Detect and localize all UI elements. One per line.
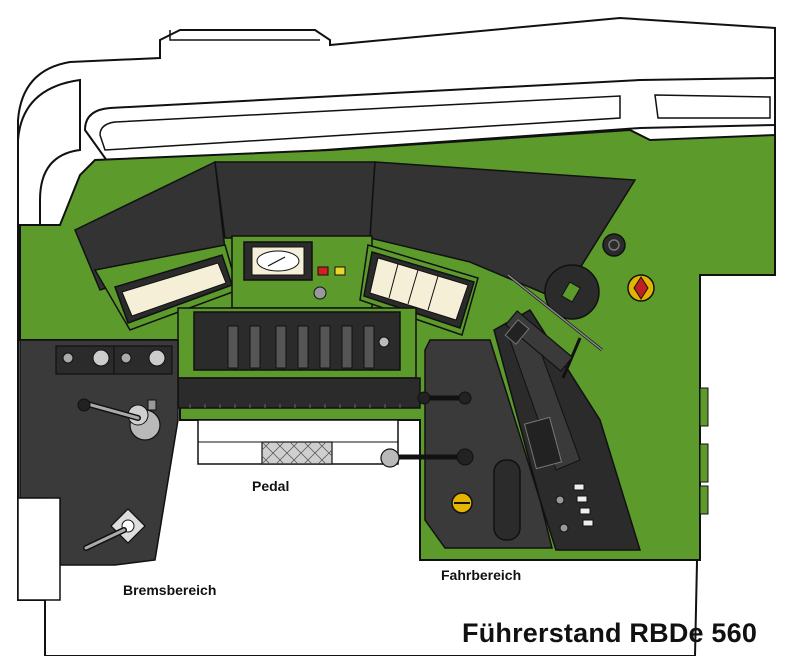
- right-display-divider-3: [427, 275, 439, 311]
- right-display-divider-2: [407, 269, 419, 305]
- strip-screw-1: [555, 495, 565, 505]
- brake-area-label: Bremsbereich: [123, 582, 217, 598]
- cab-left-pillar: [17, 78, 81, 226]
- left-display-screen[interactable]: [121, 262, 227, 317]
- round-socket[interactable]: [602, 233, 626, 257]
- switch-slot-6[interactable]: [341, 325, 353, 369]
- right-edge-fixture-3: [699, 485, 709, 515]
- drive-panel-grip[interactable]: [493, 459, 521, 541]
- strip-slider[interactable]: [523, 416, 563, 470]
- strip-screw-2: [559, 523, 569, 533]
- strip-toggle-3[interactable]: [579, 507, 591, 515]
- right-display-divider-1: [388, 263, 399, 299]
- cab-roof-detail: [169, 30, 320, 41]
- desk-strip: [177, 377, 421, 409]
- strip-toggle-1[interactable]: [573, 483, 585, 491]
- drive-lever-icon[interactable]: [417, 391, 472, 405]
- switch-slot-1[interactable]: [227, 325, 239, 369]
- switch-slot-7[interactable]: [363, 325, 375, 369]
- pedal-label: Pedal: [252, 478, 290, 494]
- strip-toggle-4[interactable]: [582, 519, 594, 527]
- right-edge-fixture-1: [699, 387, 709, 427]
- switch-slots: [227, 325, 375, 369]
- cab-window-right: [654, 94, 771, 119]
- emergency-button-core: [633, 276, 649, 300]
- center-push-button[interactable]: [313, 286, 327, 300]
- pedal[interactable]: [261, 441, 333, 465]
- gauge-needle: [267, 256, 286, 267]
- switch-block-screw: [378, 336, 390, 348]
- round-socket-inner: [608, 239, 620, 251]
- indicator-lamp-yellow: [334, 266, 346, 276]
- brake-knob-1[interactable]: [92, 349, 110, 367]
- switch-slot-3[interactable]: [275, 325, 287, 369]
- cab-window-inner: [99, 95, 621, 151]
- indicator-lamp-red: [317, 266, 329, 276]
- indirect-brake-handle-icon[interactable]: [83, 508, 146, 551]
- reverser-lever-icon[interactable]: [504, 273, 603, 379]
- diagram-title: Führerstand RBDe 560: [462, 618, 758, 648]
- rotary-switch-key[interactable]: [561, 281, 581, 303]
- switch-slot-2[interactable]: [249, 325, 261, 369]
- strip-toggle-buttons: [555, 483, 594, 533]
- left-floor-block: [17, 497, 61, 601]
- strip-toggle-2[interactable]: [576, 495, 588, 503]
- brake-handle-icon[interactable]: [77, 398, 161, 441]
- brake-lamp-1: [62, 352, 74, 364]
- switch-slot-5[interactable]: [319, 325, 331, 369]
- right-edge-fixture-2: [699, 443, 709, 483]
- hood-center: [214, 161, 376, 239]
- drive-area-label: Fahrbereich: [441, 567, 522, 583]
- switch-slot-4[interactable]: [297, 325, 309, 369]
- brake-knob-2[interactable]: [148, 349, 166, 367]
- main-controller-handle[interactable]: [380, 448, 474, 468]
- pedal-grip-pattern: [261, 441, 333, 465]
- brake-lamp-2: [120, 352, 132, 364]
- desk-strip-ribs: [189, 404, 401, 408]
